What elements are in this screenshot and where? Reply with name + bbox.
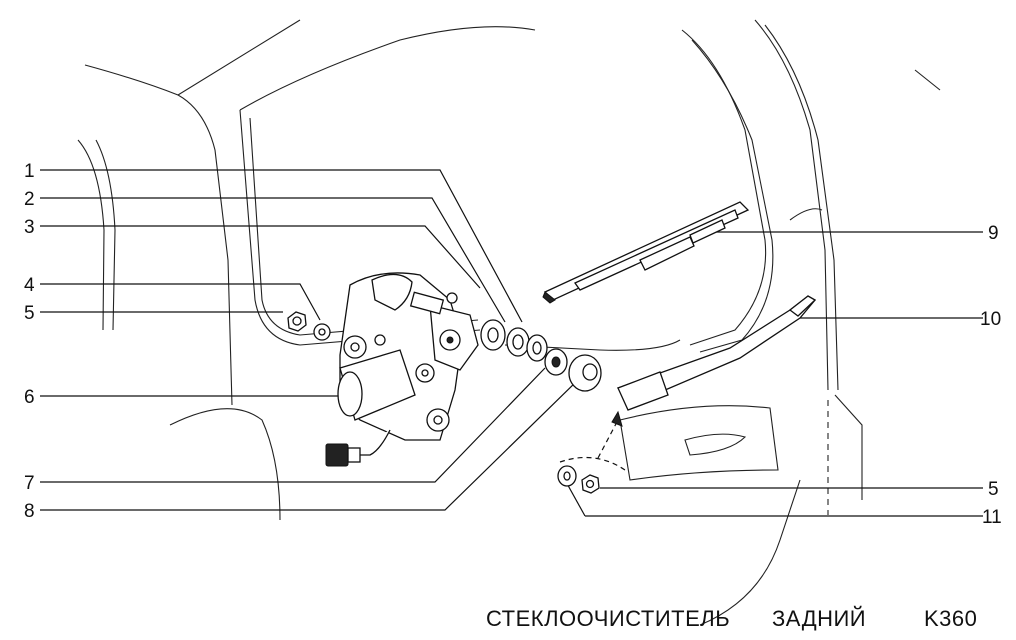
- callout-5-right: 5: [988, 479, 999, 500]
- callout-2: 2: [24, 189, 35, 210]
- lock-washer-4: [313, 323, 331, 341]
- assembly-arrow: [559, 410, 626, 471]
- washer-1: [526, 334, 548, 362]
- callout-4: 4: [24, 275, 35, 296]
- callout-5-left: 5: [24, 303, 35, 324]
- callout-6: 6: [24, 387, 35, 408]
- cap-8: [568, 354, 602, 392]
- washer-11: [557, 465, 577, 487]
- leader-lines: [40, 169, 983, 517]
- wiper-arm: [616, 295, 817, 411]
- nut-5-right: [581, 474, 600, 494]
- car-body-outline: [77, 19, 941, 626]
- wiper-blade: [542, 201, 750, 304]
- caption-title: СТЕКЛООЧИСТИТЕЛЬ: [486, 606, 731, 631]
- wiper-motor: [325, 272, 479, 467]
- nut-5-left: [287, 311, 307, 332]
- washer-2: [506, 327, 530, 357]
- callout-9: 9: [988, 223, 999, 244]
- callout-8: 8: [24, 501, 35, 522]
- caption-subtitle: ЗАДНИЙ: [772, 606, 867, 631]
- nut-7: [544, 348, 568, 376]
- seal-ring-3: [480, 319, 506, 351]
- callout-1: 1: [24, 161, 35, 182]
- caption-code: K360: [924, 606, 978, 631]
- callout-11: 11: [982, 507, 1002, 528]
- callout-3: 3: [24, 217, 35, 238]
- callout-labels: 1 2 3 4 5 6 7 8 9 10 5 11: [24, 161, 1002, 528]
- callout-10: 10: [980, 309, 1001, 330]
- callout-7: 7: [24, 473, 35, 494]
